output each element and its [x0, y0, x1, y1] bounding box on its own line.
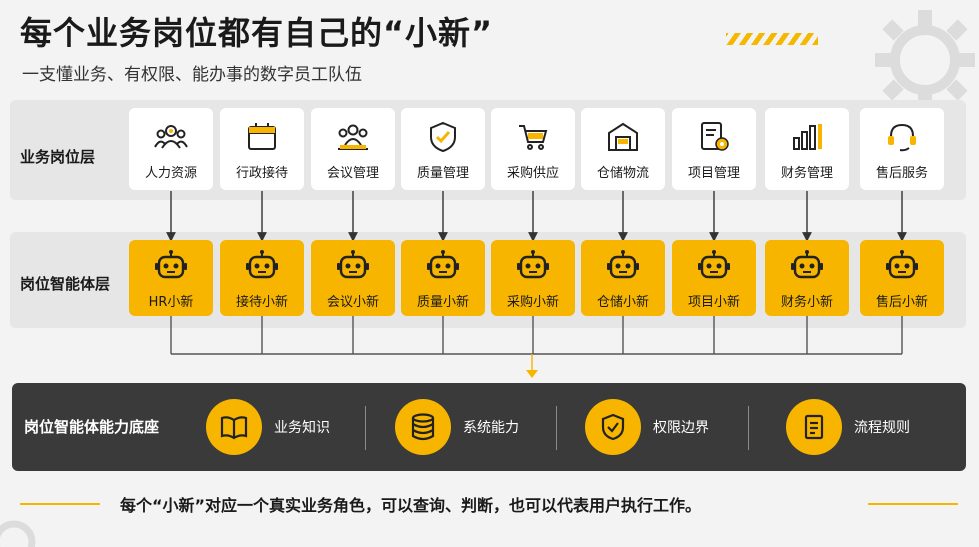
- capability-system[interactable]: 系统能力: [395, 398, 519, 456]
- warehouse-icon: [608, 122, 638, 151]
- business-card-label: 仓储物流: [596, 166, 649, 181]
- book-icon: [220, 416, 248, 440]
- agent-card-label: 质量小新: [416, 295, 469, 310]
- meeting-group-icon: [338, 124, 368, 150]
- agent-layer-label: 岗位智能体层: [20, 275, 111, 293]
- shield-check-icon: [601, 413, 625, 441]
- agent-card-label: 售后小新: [875, 295, 928, 310]
- business-card-quality[interactable]: 质量管理: [401, 108, 485, 190]
- robot-icon: [607, 250, 639, 279]
- capability-label: 业务知识: [274, 420, 330, 436]
- capability-divider: [748, 406, 749, 450]
- capability-label: 系统能力: [463, 420, 519, 436]
- agent-card-reception[interactable]: 接待小新: [220, 240, 304, 316]
- document-gear-icon: [701, 122, 729, 151]
- footer-caption: 每个“小新”对应一个真实业务角色，可以查询、判断，也可以代表用户执行工作。: [120, 496, 702, 515]
- business-card-label: 项目管理: [687, 166, 740, 181]
- business-card-reception[interactable]: 行政接待: [220, 108, 304, 190]
- agent-card-label: 接待小新: [235, 295, 288, 310]
- shopping-cart-icon: [519, 125, 548, 150]
- database-icon: [411, 413, 435, 441]
- business-card-label: 财务管理: [780, 166, 833, 181]
- business-card-label: 质量管理: [416, 166, 469, 181]
- robot-icon: [517, 250, 549, 279]
- business-card-label: 采购供应: [506, 166, 559, 181]
- capability-label: 流程规则: [854, 420, 910, 436]
- footer-divider-left: [20, 503, 100, 505]
- business-card-procurement[interactable]: 采购供应: [491, 108, 575, 190]
- agent-card-label: 项目小新: [687, 295, 740, 310]
- capability-process[interactable]: 流程规则: [786, 398, 910, 456]
- capability-divider: [365, 406, 366, 450]
- agent-card-meeting[interactable]: 会议小新: [311, 240, 395, 316]
- bar-chart-icon: [793, 124, 822, 150]
- robot-icon: [427, 250, 459, 279]
- robot-icon: [337, 250, 369, 279]
- capability-knowledge[interactable]: 业务知识: [206, 398, 330, 456]
- page-title: 每个业务岗位都有自己的“小新”: [20, 14, 494, 52]
- footer-divider-right: [868, 503, 958, 505]
- business-card-label: 会议管理: [326, 166, 379, 181]
- business-card-aftersales[interactable]: 售后服务: [860, 108, 944, 190]
- robot-icon: [791, 250, 823, 279]
- capability-label: 权限边界: [653, 420, 709, 436]
- agent-card-hr[interactable]: HR小新: [129, 240, 213, 316]
- business-card-finance[interactable]: 财务管理: [765, 108, 849, 190]
- robot-icon: [886, 250, 918, 279]
- agent-card-label: 采购小新: [506, 295, 559, 310]
- decorative-stripes: [726, 33, 818, 45]
- headset-icon: [888, 123, 916, 152]
- business-card-label: 售后服务: [875, 166, 928, 181]
- agent-card-aftersales[interactable]: 售后小新: [860, 240, 944, 316]
- agent-card-quality[interactable]: 质量小新: [401, 240, 485, 316]
- calendar-icon: [248, 123, 276, 150]
- business-card-meeting[interactable]: 会议管理: [311, 108, 395, 190]
- business-layer-label: 业务岗位层: [20, 148, 96, 166]
- gear-icon: [0, 520, 36, 547]
- business-card-project[interactable]: 项目管理: [672, 108, 756, 190]
- robot-icon: [155, 250, 187, 279]
- agent-card-project[interactable]: 项目小新: [672, 240, 756, 316]
- agent-card-label: HR小新: [148, 295, 194, 310]
- agent-card-finance[interactable]: 财务小新: [765, 240, 849, 316]
- business-card-label: 人力资源: [144, 166, 197, 181]
- agent-card-label: 会议小新: [326, 295, 379, 310]
- base-layer-label: 岗位智能体能力底座: [24, 418, 160, 436]
- people-group-icon: [154, 125, 188, 149]
- agent-card-warehouse[interactable]: 仓储小新: [581, 240, 665, 316]
- agent-card-procurement[interactable]: 采购小新: [491, 240, 575, 316]
- capability-permission[interactable]: 权限边界: [585, 398, 709, 456]
- robot-icon: [698, 250, 730, 279]
- agent-card-label: 仓储小新: [596, 295, 649, 310]
- agent-card-label: 财务小新: [780, 295, 833, 310]
- clipboard-icon: [804, 414, 824, 440]
- robot-icon: [246, 250, 278, 279]
- business-card-hr[interactable]: 人力资源: [129, 108, 213, 190]
- business-card-label: 行政接待: [235, 166, 288, 181]
- business-card-warehouse[interactable]: 仓储物流: [581, 108, 665, 190]
- capability-divider: [556, 406, 557, 450]
- page-subtitle: 一支懂业务、有权限、能办事的数字员工队伍: [22, 65, 362, 85]
- shield-check-icon: [430, 121, 456, 153]
